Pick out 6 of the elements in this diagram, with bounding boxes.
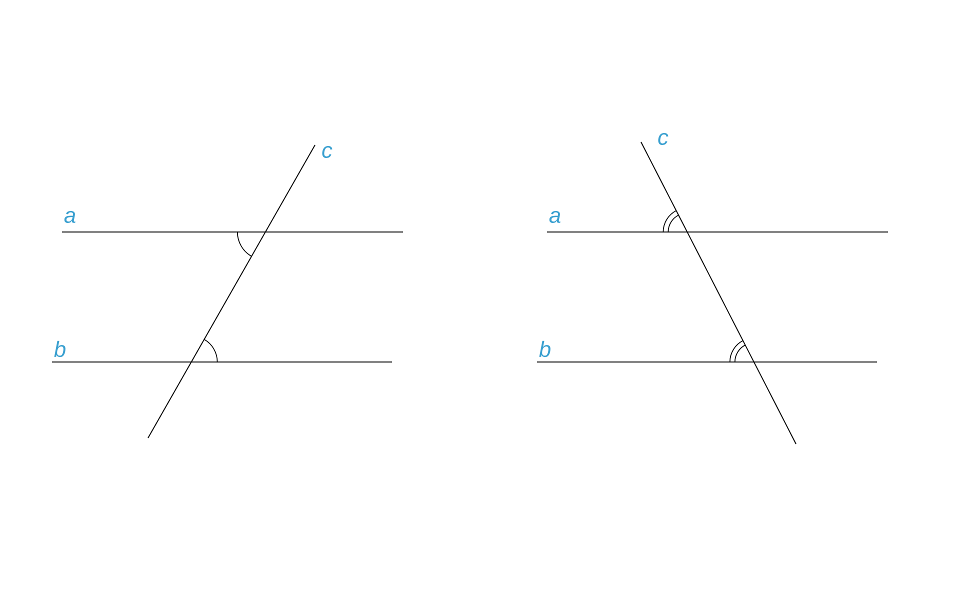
line-label: c — [658, 132, 668, 146]
line-label: a — [64, 210, 76, 224]
line-label: b — [539, 340, 550, 358]
line-label: a — [549, 210, 560, 224]
line-label: b — [54, 340, 66, 358]
line-label: c — [322, 146, 332, 158]
